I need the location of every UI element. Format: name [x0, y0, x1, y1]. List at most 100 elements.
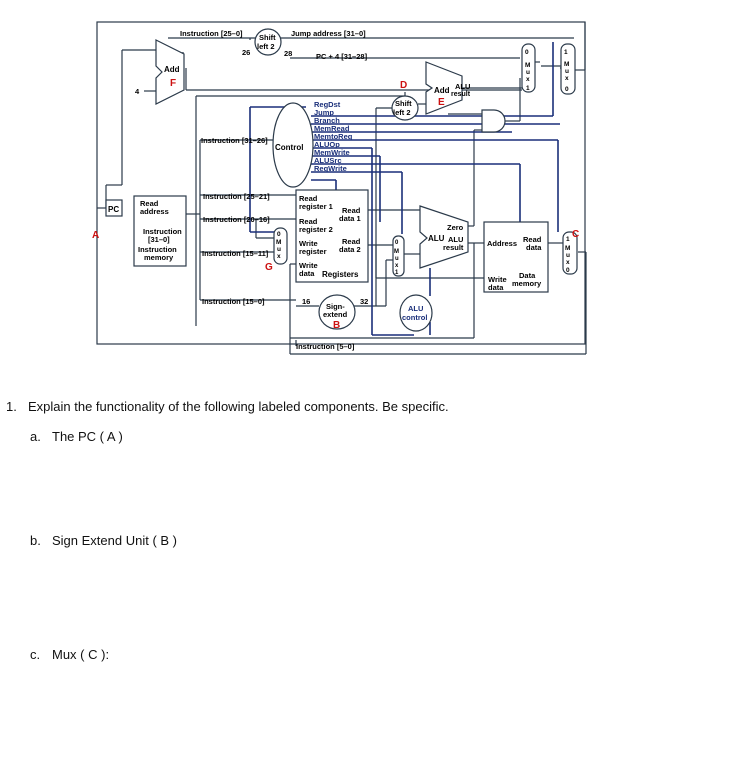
label-g: G — [265, 262, 273, 273]
memtoreg-mux-m: M — [565, 245, 570, 252]
jump-mux-x: x — [565, 75, 569, 82]
write-reg-label: Write — [299, 239, 318, 248]
data-memory-label-2: memory — [512, 279, 542, 288]
read-reg1-label: Read — [299, 194, 318, 203]
instr-25-0-label: Instruction [25–0] — [180, 29, 243, 38]
question-1a: a. The PC ( A ) — [30, 429, 123, 444]
branch-mux-x: x — [526, 76, 530, 83]
read-data1-label: Read — [342, 206, 361, 215]
write-reg-label-2: register — [299, 247, 327, 256]
sign-extend-unit — [318, 294, 356, 330]
alusrc-mux-x: x — [395, 263, 399, 269]
register-file — [295, 189, 369, 283]
instr-20-16-label: Instruction [20–16] — [203, 215, 270, 224]
alu-result-top-2: result — [451, 91, 471, 98]
control-unit — [272, 102, 314, 188]
pc-register — [105, 199, 123, 217]
datapath-wires — [96, 21, 587, 355]
instr-mem-label-4: memory — [144, 253, 174, 262]
alusrc-mux-m: M — [394, 249, 399, 255]
regdst-mux-m: M — [276, 239, 281, 246]
instruction-memory — [133, 195, 187, 267]
instr-5-0-label: Instruction [5–0] — [296, 342, 355, 351]
question-1b-letter: b. — [30, 533, 41, 548]
jump-mux — [560, 43, 576, 95]
memtoreg-mux — [562, 231, 578, 275]
n16-label: 16 — [302, 297, 310, 306]
jump-mux-m: M — [564, 61, 569, 68]
jump-mux-0: 0 — [565, 86, 569, 93]
pc-label: PC — [108, 205, 119, 214]
question-1b: b.Sign Extend Unit ( B ) — [30, 533, 177, 548]
jump-mux-1: 1 — [564, 49, 568, 56]
control-lines — [249, 42, 560, 336]
read-address-label: Read — [140, 199, 159, 208]
instr-mem-label-3: Instruction — [138, 245, 177, 254]
question-1-text: Explain the functionality of the followi… — [28, 399, 449, 414]
n28-label: 28 — [284, 49, 292, 58]
aluop-label: ALUOp — [314, 140, 340, 149]
write-data-label-2: data — [299, 269, 315, 278]
alu-label: ALU — [428, 234, 445, 243]
read-data2-label: Read — [342, 237, 361, 246]
data-memory — [483, 221, 549, 293]
regdst-label: RegDst — [314, 100, 341, 109]
question-1c: c.Mux ( C ): — [30, 647, 109, 662]
question-1c-letter: c. — [30, 647, 41, 662]
memwrite-label: MemWrite — [314, 148, 350, 157]
branch-mux-m: M — [525, 62, 530, 69]
alusrc-mux-u: u — [395, 256, 399, 262]
regwrite-label: RegWrite — [314, 164, 347, 173]
regdst-mux-x: x — [277, 253, 281, 260]
label-e: E — [438, 97, 445, 108]
regdst-mux-u: u — [277, 246, 281, 253]
write-data-label: Write — [299, 261, 318, 270]
pc4-label: PC + 4 [31–28] — [316, 52, 368, 61]
read-data-mem-label-2: data — [526, 243, 542, 252]
write-data-mem-label-2: data — [488, 283, 504, 292]
read-reg2-label-2: register 2 — [299, 225, 333, 234]
alusrc-label: ALUSrc — [314, 156, 342, 165]
shift2-label: Shift — [395, 99, 412, 108]
zero-label: Zero — [447, 223, 464, 232]
write-data-mem-label: Write — [488, 275, 507, 284]
shift-left-top — [254, 28, 282, 56]
instr-25-21-label: Instruction [25–21] — [203, 192, 270, 201]
read-address-label-2: address — [140, 207, 169, 216]
n32-label: 32 — [360, 297, 368, 306]
memtoreg-mux-x: x — [566, 259, 570, 266]
jump-address-label: Jump address [31–0] — [291, 29, 366, 38]
memtoreg-mux-0: 0 — [566, 267, 570, 274]
alusrc-mux-0: 0 — [395, 240, 399, 246]
label-c: C — [572, 229, 579, 240]
instr-31-26-label: Instruction [31–26] — [201, 136, 268, 145]
label-b: B — [333, 320, 340, 331]
read-data-mem-label: Read — [523, 235, 542, 244]
alusrc-mux — [392, 235, 405, 277]
and-gate — [481, 109, 506, 133]
shift2-label-2: left 2 — [393, 108, 411, 117]
branch-mux-1: 1 — [526, 85, 530, 92]
instr-mem-label-2: [31–0] — [148, 235, 170, 244]
main-alu — [419, 205, 469, 269]
branch-mux-u: u — [526, 69, 530, 76]
branch-mux-0: 0 — [525, 49, 529, 56]
question-1a-letter: a. — [30, 429, 41, 444]
alusrc-mux-1: 1 — [395, 270, 399, 276]
regdst-mux-0: 0 — [277, 231, 281, 238]
memread-label: MemRead — [314, 124, 350, 133]
instr-15-0-label: Instruction [15–0] — [202, 297, 265, 306]
address-label: Address — [487, 239, 517, 248]
question-1a-text: The PC ( A ) — [52, 429, 123, 444]
label-f: F — [170, 78, 176, 89]
alu-control-unit — [399, 294, 433, 332]
branch-mux — [521, 43, 536, 93]
shift-top-label-2: left 2 — [257, 42, 275, 51]
alu-res-label: ALU — [448, 235, 463, 244]
alu-result-top: ALU — [455, 82, 470, 91]
four-label: 4 — [135, 87, 140, 96]
branch-adder — [425, 61, 463, 115]
jump-label: Jump — [314, 108, 334, 117]
control-label: Control — [275, 143, 303, 152]
data-memory-label: Data — [519, 271, 536, 280]
